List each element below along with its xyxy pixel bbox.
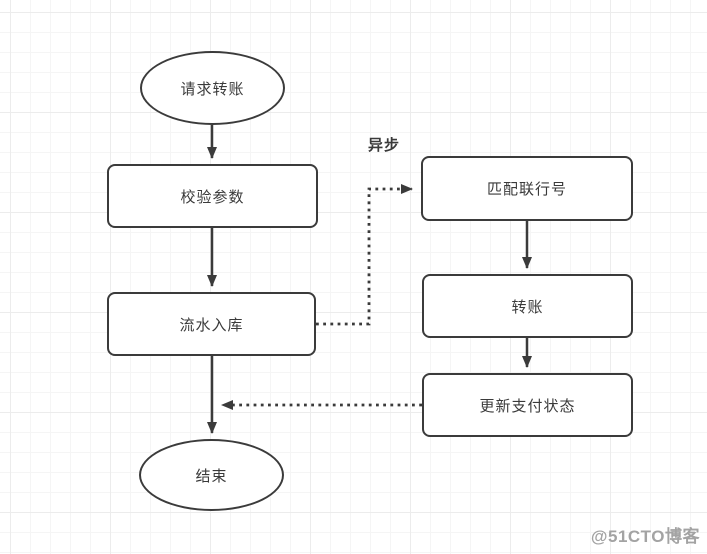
node-transfer: 转账	[422, 274, 633, 338]
node-update-label: 更新支付状态	[479, 397, 576, 415]
node-record-label: 流水入库	[179, 316, 244, 334]
edge-record-match-async	[316, 184, 413, 326]
node-match-label: 匹配联行号	[486, 181, 567, 198]
node-validate-params: 校验参数	[107, 164, 318, 228]
node-start: 请求转账	[140, 51, 285, 125]
node-transfer-label: 转账	[511, 298, 544, 316]
node-end: 结束	[139, 439, 284, 511]
node-record-to-db: 流水入库	[107, 292, 316, 356]
node-validate-label: 校验参数	[180, 188, 245, 206]
watermark-51cto: @51CTO博客	[590, 527, 700, 546]
async-annotation: 异步	[368, 137, 401, 154]
node-update-payment-status: 更新支付状态	[422, 373, 633, 437]
node-start-label: 请求转账	[180, 80, 245, 98]
node-end-label: 结束	[195, 467, 228, 485]
node-match-bank-number: 匹配联行号	[421, 156, 633, 221]
